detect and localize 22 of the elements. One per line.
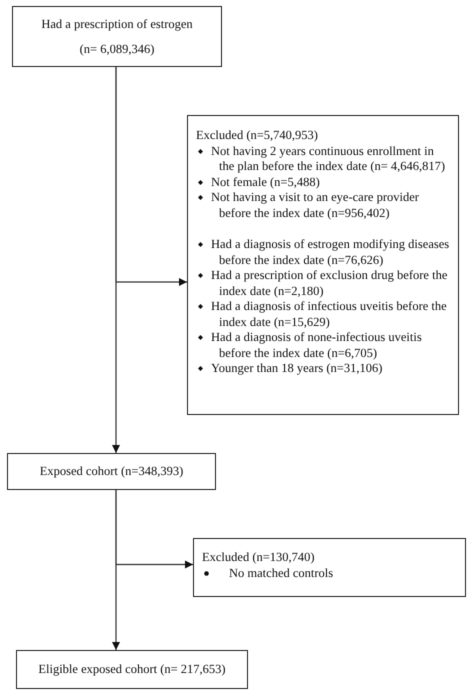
list-item-text: Had a diagnosis of none-infectious uveitis before the index date (n=6,705) bbox=[211, 330, 423, 361]
box-title: Excluded (n=130,740) bbox=[202, 550, 316, 566]
box-title: Exposed cohort (n=348,393) bbox=[38, 464, 184, 480]
box-title: Eligible exposed cohort (n= 217,653) bbox=[37, 662, 227, 678]
flow-box bbox=[12, 6, 222, 67]
list-item-text: Not female (n=5,488) bbox=[211, 174, 320, 190]
box-title: Excluded (n=5,740,953) bbox=[196, 128, 319, 144]
flow-box bbox=[16, 650, 248, 689]
list-item-text: Had a diagnosis of infectious uveitis before the index date (n=15,629) bbox=[211, 299, 448, 330]
list-item-text: No matched controls bbox=[229, 566, 334, 581]
list-item-text: Had a prescription of exclusion drug before the index date (n=2,180) bbox=[211, 268, 448, 299]
list-item-text: Younger than 18 years (n=31,106) bbox=[211, 361, 382, 376]
list-item-text: Not having a visit to an eye-care provider before the index date (n=956,402) bbox=[211, 190, 420, 221]
arrow bbox=[112, 490, 120, 650]
arrow bbox=[112, 67, 120, 453]
flow-box bbox=[187, 115, 459, 415]
flow-box bbox=[193, 538, 466, 597]
flow-box bbox=[7, 453, 216, 490]
list-item-text: Not having 2 years continuous enrollment in the plan before the index date (n= 4,646,817) bbox=[211, 144, 446, 174]
list-item-text: Had a diagnosis of estrogen modifying diseases before the index date (n=76,626) bbox=[211, 237, 450, 268]
count-text: (n= 6,089,346) bbox=[78, 42, 156, 57]
box-title: Had a prescription of estrogen bbox=[40, 17, 194, 32]
